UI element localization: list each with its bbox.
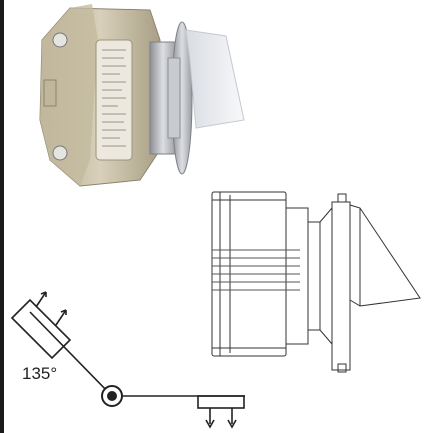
- vane: [185, 29, 245, 129]
- flange: [149, 21, 193, 175]
- left-border: [0, 0, 4, 433]
- housing: [39, 4, 161, 187]
- angle-label: 135°: [22, 364, 58, 383]
- screw-top: [52, 32, 68, 48]
- pivot-inner: [107, 391, 117, 401]
- screw-bottom: [52, 145, 68, 161]
